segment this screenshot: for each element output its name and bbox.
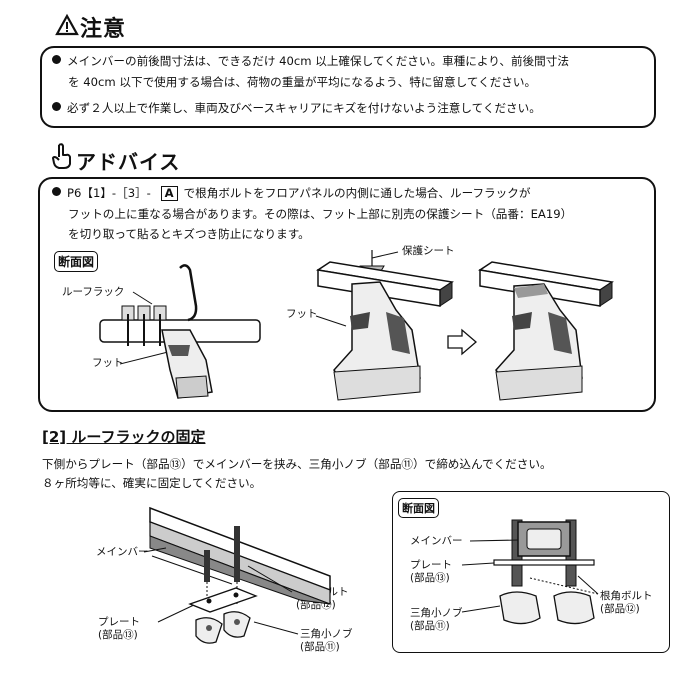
badge-a: A [160,186,178,201]
label-protective-sheet: 保護シート [402,245,455,257]
cs-label-plate: プレート [410,559,452,571]
section-2-title: [2] ルーフラックの固定 [42,428,206,446]
caution-title: 注意 [80,17,127,42]
advice-title: アドバイス [76,150,181,174]
cs-label-knob: 三角小ノブ [410,607,463,619]
label-roof-rack: ルーフラック [62,286,125,298]
bullet-icon [52,55,61,64]
cs-label-bolt: 根角ボルト [600,590,653,602]
label-foot-right: フット [286,308,318,320]
advice-box [38,177,656,412]
caution-box [40,46,656,128]
label-plate-part: (部品⑬) [98,629,138,641]
section-2-line-1: 下側からプレート（部品⑬）でメインバーを挟み、三角小ノブ（部品⑪）で締め込んでく… [42,457,552,471]
caution-item-2: 必ず２人以上で作業し、車両及びベースキャリアにキズを付けないよう注意してください… [52,99,541,118]
bullet-icon [52,187,61,196]
pointing-hand-icon [52,143,71,169]
advice-line-2: フットの上に重なる場合があります。その際は、フット上部に別売の保護シート（品番：… [68,207,573,221]
cs-label-main-bar: メインバー [410,535,463,547]
label-foot-left: フット [92,357,124,369]
section-view-tag: 断面図 [54,251,99,272]
section-2-line-2: ８ヶ所均等に、確実に固定してください。 [42,476,262,490]
cs-label-plate-part: (部品⑬) [410,572,450,584]
caution-item-1-cont: を 40cm 以下で使用する場合は、荷物の重量が平均になるよう、特に留意してくだ… [68,75,537,89]
cs-label-knob-part: (部品⑪) [410,620,450,632]
label-knob-part: (部品⑪) [300,641,340,653]
caution-item-1: メインバーの前後間寸法は、できるだけ 40cm 以上確保してください。車種により… [52,52,569,71]
label-main-bar: メインバー [96,546,149,558]
cross-section-tag: 断面図 [398,498,439,518]
cross-section-box [392,491,670,653]
advice-line-3: を切り取って貼るとキズつき防止になります。 [68,227,310,241]
label-plate: プレート [98,616,140,628]
warning-triangle-icon [55,13,79,36]
cs-label-bolt-part: (部品⑫) [600,603,640,615]
label-knob: 三角小ノブ [300,628,353,640]
bullet-icon [52,102,61,111]
